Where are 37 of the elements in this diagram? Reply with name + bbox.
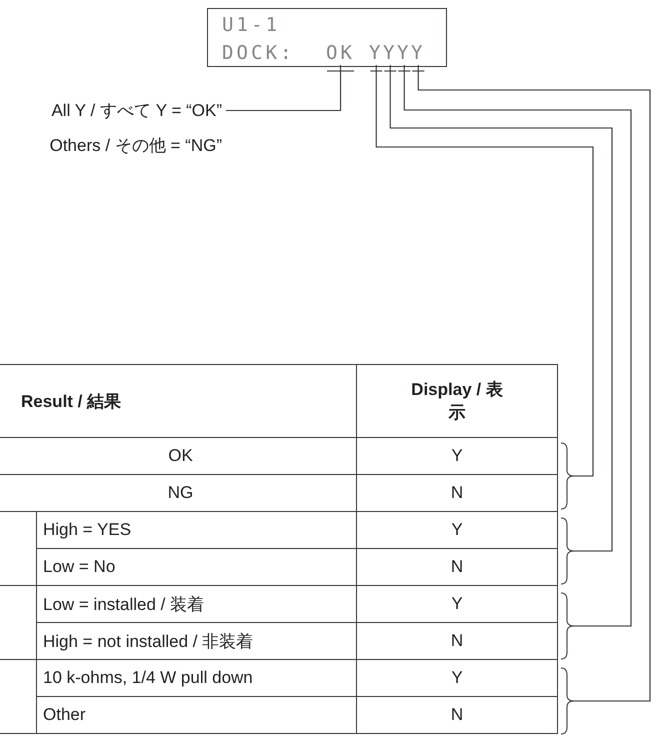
- display-text: OK: [326, 41, 356, 65]
- table-cell: Y: [356, 586, 558, 622]
- table-cell: NG: [0, 474, 356, 512]
- table-cell: Y: [356, 660, 558, 696]
- table-cell: N: [356, 548, 558, 586]
- table-cell: High = YES: [36, 512, 356, 548]
- leader-line: [384, 64, 613, 552]
- curly-bracket: [561, 593, 574, 659]
- leader-line: [398, 64, 632, 627]
- column-header: Result / 結果: [0, 364, 356, 438]
- display-text: U1-1: [222, 13, 280, 37]
- curly-bracket: [561, 668, 574, 734]
- display-text: Y: [411, 41, 426, 65]
- display-text: DOCK:: [222, 41, 295, 65]
- curly-bracket: [561, 518, 574, 584]
- display-text: Y: [397, 41, 412, 65]
- table-cell: Low = No: [36, 548, 356, 586]
- note-text: Others / その他 = “NG”: [50, 135, 222, 157]
- lcd-display-panel: [207, 8, 447, 67]
- table-cell: Y: [356, 512, 558, 548]
- curly-bracket: [561, 443, 574, 509]
- table-cell: 10 k-ohms, 1/4 W pull down: [36, 660, 356, 696]
- table-cell: N: [356, 696, 558, 734]
- callout-text: All Y / すべて Y = “OK”: [51, 99, 222, 122]
- leader-line: [225, 64, 355, 112]
- table-cell: Low = installed / 装着: [36, 586, 356, 622]
- display-text: Y: [369, 41, 384, 65]
- leader-line: [412, 64, 651, 702]
- display-text: Y: [383, 41, 398, 65]
- table-cell: Y: [356, 438, 558, 474]
- table-cell: OK: [0, 438, 356, 474]
- column-header: Display / 表示: [356, 364, 558, 438]
- table-cell: N: [356, 622, 558, 660]
- table-cell: Other: [36, 696, 356, 734]
- table-cell: N: [356, 474, 558, 512]
- table-cell: High = not installed / 非装着: [36, 622, 356, 660]
- leader-line: [370, 64, 594, 477]
